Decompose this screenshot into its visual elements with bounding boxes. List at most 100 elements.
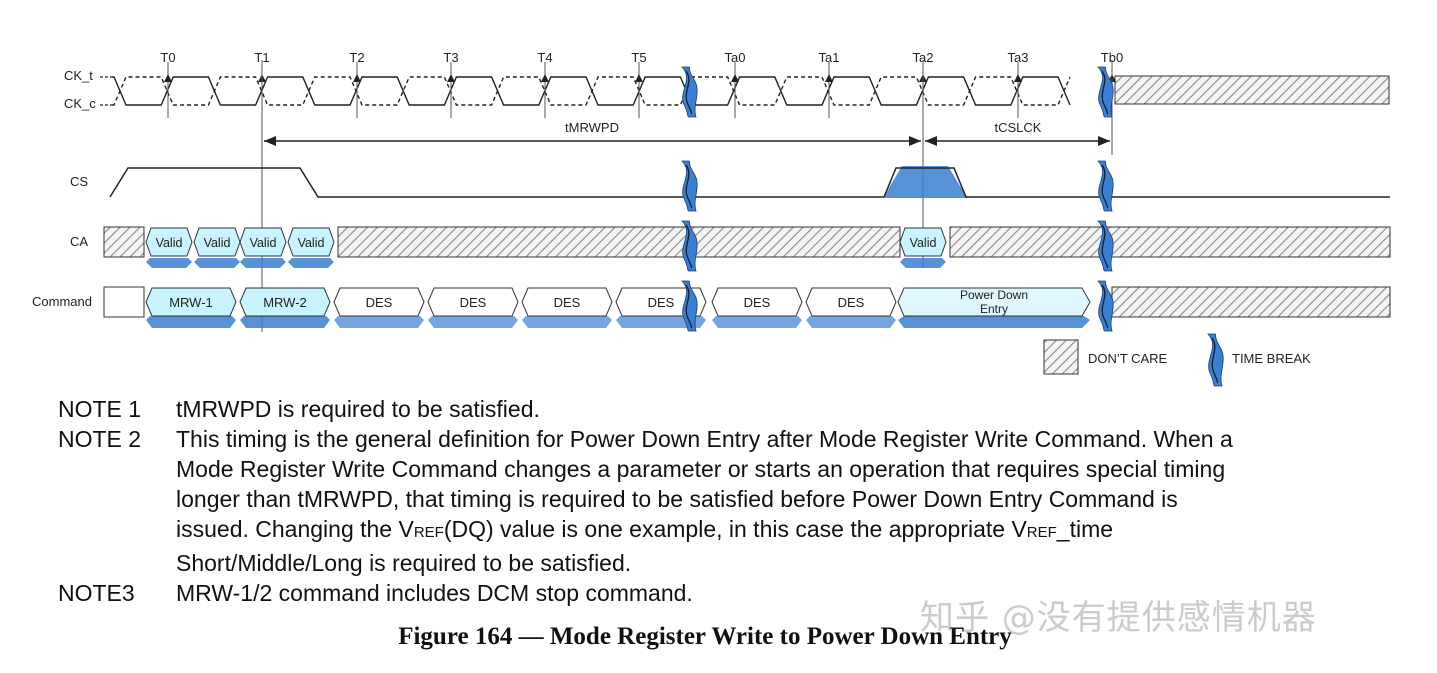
time-break bbox=[1097, 66, 1114, 118]
ca-valid-label: Valid bbox=[204, 236, 231, 250]
interval-tmrwpd: tMRWPD bbox=[264, 120, 921, 146]
ca-valid-box: Valid bbox=[193, 227, 241, 268]
interval-label-tcslck: tCSLCK bbox=[995, 120, 1042, 135]
command-box: DES bbox=[521, 287, 613, 328]
ca-valid-boxes: Valid Valid Valid Valid Valid bbox=[145, 227, 947, 268]
clock-label: T4 bbox=[537, 50, 552, 65]
time-break bbox=[1097, 280, 1114, 332]
note-text-vref: issued. Changing the VREF(DQ) value is o… bbox=[176, 516, 1114, 542]
time-break bbox=[681, 66, 698, 118]
time-break bbox=[1097, 160, 1114, 212]
note-label: NOTE 2 bbox=[58, 426, 142, 452]
clock-label: T3 bbox=[443, 50, 458, 65]
clock-edge-arrow bbox=[164, 74, 172, 82]
note-label: NOTE 1 bbox=[58, 396, 142, 422]
time-break bbox=[1097, 220, 1114, 272]
ca-dont-care-2 bbox=[337, 226, 901, 258]
command-label: DES bbox=[744, 295, 771, 310]
watermark: 知乎 @没有提供感情机器 bbox=[920, 598, 1317, 638]
pde-label-line1: Power Down bbox=[960, 288, 1028, 302]
command-box: MRW-2 bbox=[239, 287, 331, 328]
note-text: Short/Middle/Long is required to be sati… bbox=[176, 550, 632, 576]
ca-valid-box: Valid bbox=[239, 227, 287, 268]
command-label: DES bbox=[460, 295, 487, 310]
clock-label: T5 bbox=[631, 50, 646, 65]
figure-caption: Figure 164 — Mode Register Write to Powe… bbox=[398, 623, 1012, 650]
time-break-icon bbox=[1207, 333, 1224, 387]
cs-pulse bbox=[884, 166, 968, 198]
clock-label: Tb0 bbox=[1101, 50, 1123, 65]
ca-dont-care-1 bbox=[103, 226, 145, 258]
command-label: DES bbox=[554, 295, 581, 310]
clock-labels: T0 T1 T2 T3 T4 T5 Ta0 Ta1 Ta2 Ta3 Tb0 bbox=[160, 50, 1123, 65]
clock-label: Ta1 bbox=[819, 50, 840, 65]
clock-edge-arrow bbox=[353, 74, 361, 82]
ck-c-waveform bbox=[112, 76, 1071, 106]
time-break bbox=[681, 220, 698, 272]
note-text: This timing is the general definition fo… bbox=[176, 426, 1233, 452]
interval-label-tmrwpd: tMRWPD bbox=[565, 120, 619, 135]
clock-edge-arrow bbox=[541, 74, 549, 82]
time-break bbox=[681, 280, 698, 332]
note-text: Mode Register Write Command changes a pa… bbox=[176, 456, 1226, 482]
cmd-dont-care-1 bbox=[103, 286, 145, 318]
note-2: NOTE 2 This timing is the general defini… bbox=[58, 424, 1398, 578]
command-label: MRW-1 bbox=[169, 295, 213, 310]
clock-edge-arrow bbox=[825, 74, 833, 82]
legend-dont-care-label: DON’T CARE bbox=[1088, 351, 1168, 366]
clock-label: T2 bbox=[349, 50, 364, 65]
signal-label-ca: CA bbox=[70, 234, 88, 249]
pde-label-line2: Entry bbox=[980, 302, 1008, 316]
clock-edge-arrow bbox=[447, 74, 455, 82]
command-label: DES bbox=[648, 295, 675, 310]
command-box: DES bbox=[711, 287, 803, 328]
command-box: DES bbox=[427, 287, 519, 328]
command-boxes: MRW-1 MRW-2 DES DES DES DES DES DES bbox=[145, 287, 897, 328]
clock-label: T1 bbox=[254, 50, 269, 65]
cmd-dont-care-2 bbox=[1111, 286, 1391, 318]
signal-label-ck-t: CK_t bbox=[64, 68, 93, 83]
command-box: MRW-1 bbox=[145, 287, 237, 328]
ca-dont-care-3 bbox=[949, 226, 1391, 258]
ca-valid-box: Valid bbox=[287, 227, 335, 268]
time-break bbox=[1207, 333, 1224, 387]
signal-label-command: Command bbox=[32, 294, 92, 309]
ca-valid-label: Valid bbox=[298, 236, 325, 250]
signal-label-cs: CS bbox=[70, 174, 88, 189]
command-box: DES bbox=[805, 287, 897, 328]
command-label: MRW-2 bbox=[263, 295, 307, 310]
note-3: NOTE3 MRW-1/2 command includes DCM stop … bbox=[58, 578, 1398, 608]
ca-valid-label: Valid bbox=[250, 236, 277, 250]
ca-valid-label: Valid bbox=[156, 236, 183, 250]
legend: DON’T CARE TIME BREAK bbox=[1043, 333, 1311, 387]
cs-waveform bbox=[109, 167, 884, 198]
clock-label: T0 bbox=[160, 50, 175, 65]
note-text: longer than tMRWPD, that timing is requi… bbox=[176, 486, 1178, 512]
clock-label: Ta3 bbox=[1008, 50, 1029, 65]
note-label: NOTE3 bbox=[58, 580, 135, 606]
interval-tcslck: tCSLCK bbox=[925, 120, 1110, 146]
command-power-down-entry: Power Down Entry bbox=[897, 287, 1091, 328]
command-box: DES bbox=[333, 287, 425, 328]
legend-dont-care-swatch bbox=[1043, 339, 1079, 375]
note-text: MRW-1/2 command includes DCM stop comman… bbox=[176, 580, 693, 606]
clock-edge-arrow bbox=[635, 74, 643, 82]
clock-label: Ta0 bbox=[725, 50, 746, 65]
time-break bbox=[681, 160, 698, 212]
clock-label: Ta2 bbox=[913, 50, 934, 65]
time-break-markers bbox=[681, 66, 1114, 332]
signal-label-ck-c: CK_c bbox=[64, 96, 96, 111]
clock-dont-care bbox=[1114, 75, 1390, 105]
ck-t-waveform bbox=[112, 76, 1071, 106]
note-text: tMRWPD is required to be satisfied. bbox=[176, 396, 540, 422]
command-label: DES bbox=[838, 295, 865, 310]
legend-time-break-label: TIME BREAK bbox=[1232, 351, 1311, 366]
ca-valid-box: Valid bbox=[899, 227, 947, 268]
command-label: DES bbox=[366, 295, 393, 310]
clock-edge-arrow bbox=[731, 74, 739, 82]
ca-valid-box: Valid bbox=[145, 227, 193, 268]
clock-edge-arrow bbox=[1014, 74, 1022, 82]
note-1: NOTE 1 tMRWPD is required to be satisfie… bbox=[58, 394, 1398, 424]
ca-valid-label: Valid bbox=[910, 236, 937, 250]
